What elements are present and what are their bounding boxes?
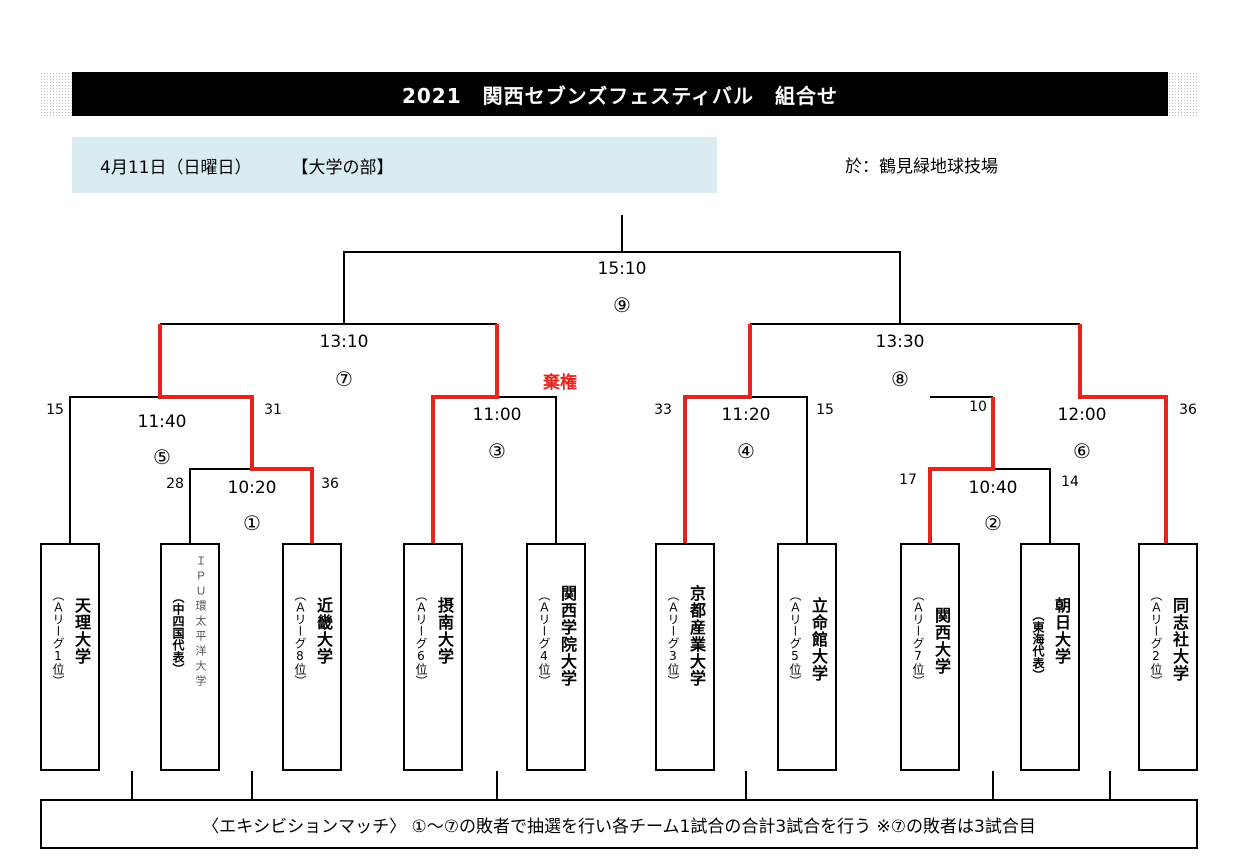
r1-match1-time: 10:20 [227, 478, 277, 498]
team-name: 立命館大学 [809, 597, 828, 682]
team-box-asahi: 朝日大学 （東海代表） [1020, 543, 1080, 771]
qf6-number: ⑥ [1073, 439, 1091, 463]
qf5-score-left: 15 [46, 402, 64, 418]
team-sub: （Ａリーグ4位） [537, 589, 551, 687]
team-box-ritsumeikan: 立命館大学 （Ａリーグ5位） [777, 543, 837, 771]
team-sub: （中四国代表） [171, 591, 185, 675]
team-box-tenri: 天理大学 （Ａリーグ1位） [40, 543, 100, 771]
venue-label: 於：鶴見緑地球技場 [845, 157, 998, 177]
qf4-score-left: 33 [654, 402, 672, 418]
team-name: 同志社大学 [1170, 597, 1189, 682]
qf4-number: ④ [737, 439, 755, 463]
team-box-kansai: 関西大学 （Ａリーグ7位） [900, 543, 960, 771]
semifinal-8-time: 13:30 [875, 332, 925, 352]
qf5-number: ⑤ [153, 445, 171, 469]
r1-match2-score-right: 14 [1061, 474, 1079, 490]
qf3-time: 11:00 [472, 405, 522, 425]
title-bar-right-pattern [1168, 72, 1198, 116]
team-sub: （Ａリーグ3位） [666, 589, 680, 687]
team-name: 天理大学 [72, 597, 91, 665]
team-sub: （Ａリーグ1位） [51, 589, 65, 687]
team-sub: （Ａリーグ2位） [1149, 589, 1163, 687]
title-bar-left-pattern [40, 72, 72, 116]
r1-match2-score-left: 17 [899, 472, 917, 488]
team-box-kwansei: 関西学院大学 （Ａリーグ4位） [526, 543, 586, 771]
team-sub: （Ａリーグ6位） [414, 589, 428, 687]
r1-match1-number: ① [243, 511, 261, 535]
r1-match1-score-left: 28 [166, 476, 184, 492]
qf5-score-right: 31 [264, 402, 282, 418]
final-time: 15:10 [597, 259, 647, 279]
qf6-time: 12:00 [1057, 405, 1107, 425]
semifinal-8-number: ⑧ [891, 367, 909, 391]
team-box-kyoto-sangyo: 京都産業大学 （Ａリーグ3位） [655, 543, 715, 771]
team-sub: （Ａリーグ7位） [911, 589, 925, 687]
team-name: 京都産業大学 [687, 585, 706, 687]
team-name: 朝日大学 [1052, 597, 1071, 665]
team-name: 関西大学 [932, 607, 951, 675]
team-name: 摂南大学 [435, 597, 454, 665]
team-box-doshisha: 同志社大学 （Ａリーグ2位） [1138, 543, 1198, 771]
semifinal-7-time: 13:10 [319, 332, 369, 352]
r1-match1-score-right: 36 [321, 476, 339, 492]
team-box-setsunan: 摂南大学 （Ａリーグ6位） [403, 543, 463, 771]
qf5-time: 11:40 [137, 412, 187, 432]
page-title: 2021 関西セブンズフェスティバル 組合せ [72, 72, 1168, 116]
exhibition-note: 〈エキシビションマッチ〉 ①～⑦の敗者で抽選を行い各チーム1試合の合計3試合を行… [40, 799, 1198, 849]
team-name: 関西学院大学 [558, 585, 577, 687]
qf6-score-right: 36 [1179, 402, 1197, 418]
team-name: 近畿大学 [314, 597, 333, 665]
team-sub: （東海代表） [1031, 609, 1045, 681]
team-name: ＩＰＵ環太平洋大学 [194, 555, 207, 690]
division-label: 【大学の部】 [291, 157, 394, 178]
event-date: 4月11日（日曜日） [100, 157, 252, 178]
qf6-score-left: 10 [969, 399, 987, 415]
info-bar: 4月11日（日曜日） 【大学の部】 [72, 137, 717, 193]
team-box-kindai: 近畿大学 （Ａリーグ8位） [282, 543, 342, 771]
qf4-score-right: 15 [816, 402, 834, 418]
r1-match2-number: ② [984, 511, 1002, 535]
semifinal-7-number: ⑦ [335, 367, 353, 391]
final-match-number: ⑨ [613, 293, 631, 317]
r1-match2-time: 10:40 [968, 478, 1018, 498]
team-sub: （Ａリーグ5位） [788, 589, 802, 687]
team-sub: （Ａリーグ8位） [293, 589, 307, 687]
qf4-time: 11:20 [721, 405, 771, 425]
team-box-ipu: ＩＰＵ環太平洋大学 （中四国代表） [160, 543, 220, 771]
qf3-number: ③ [488, 439, 506, 463]
forfeit-note: 棄権 [543, 373, 577, 393]
